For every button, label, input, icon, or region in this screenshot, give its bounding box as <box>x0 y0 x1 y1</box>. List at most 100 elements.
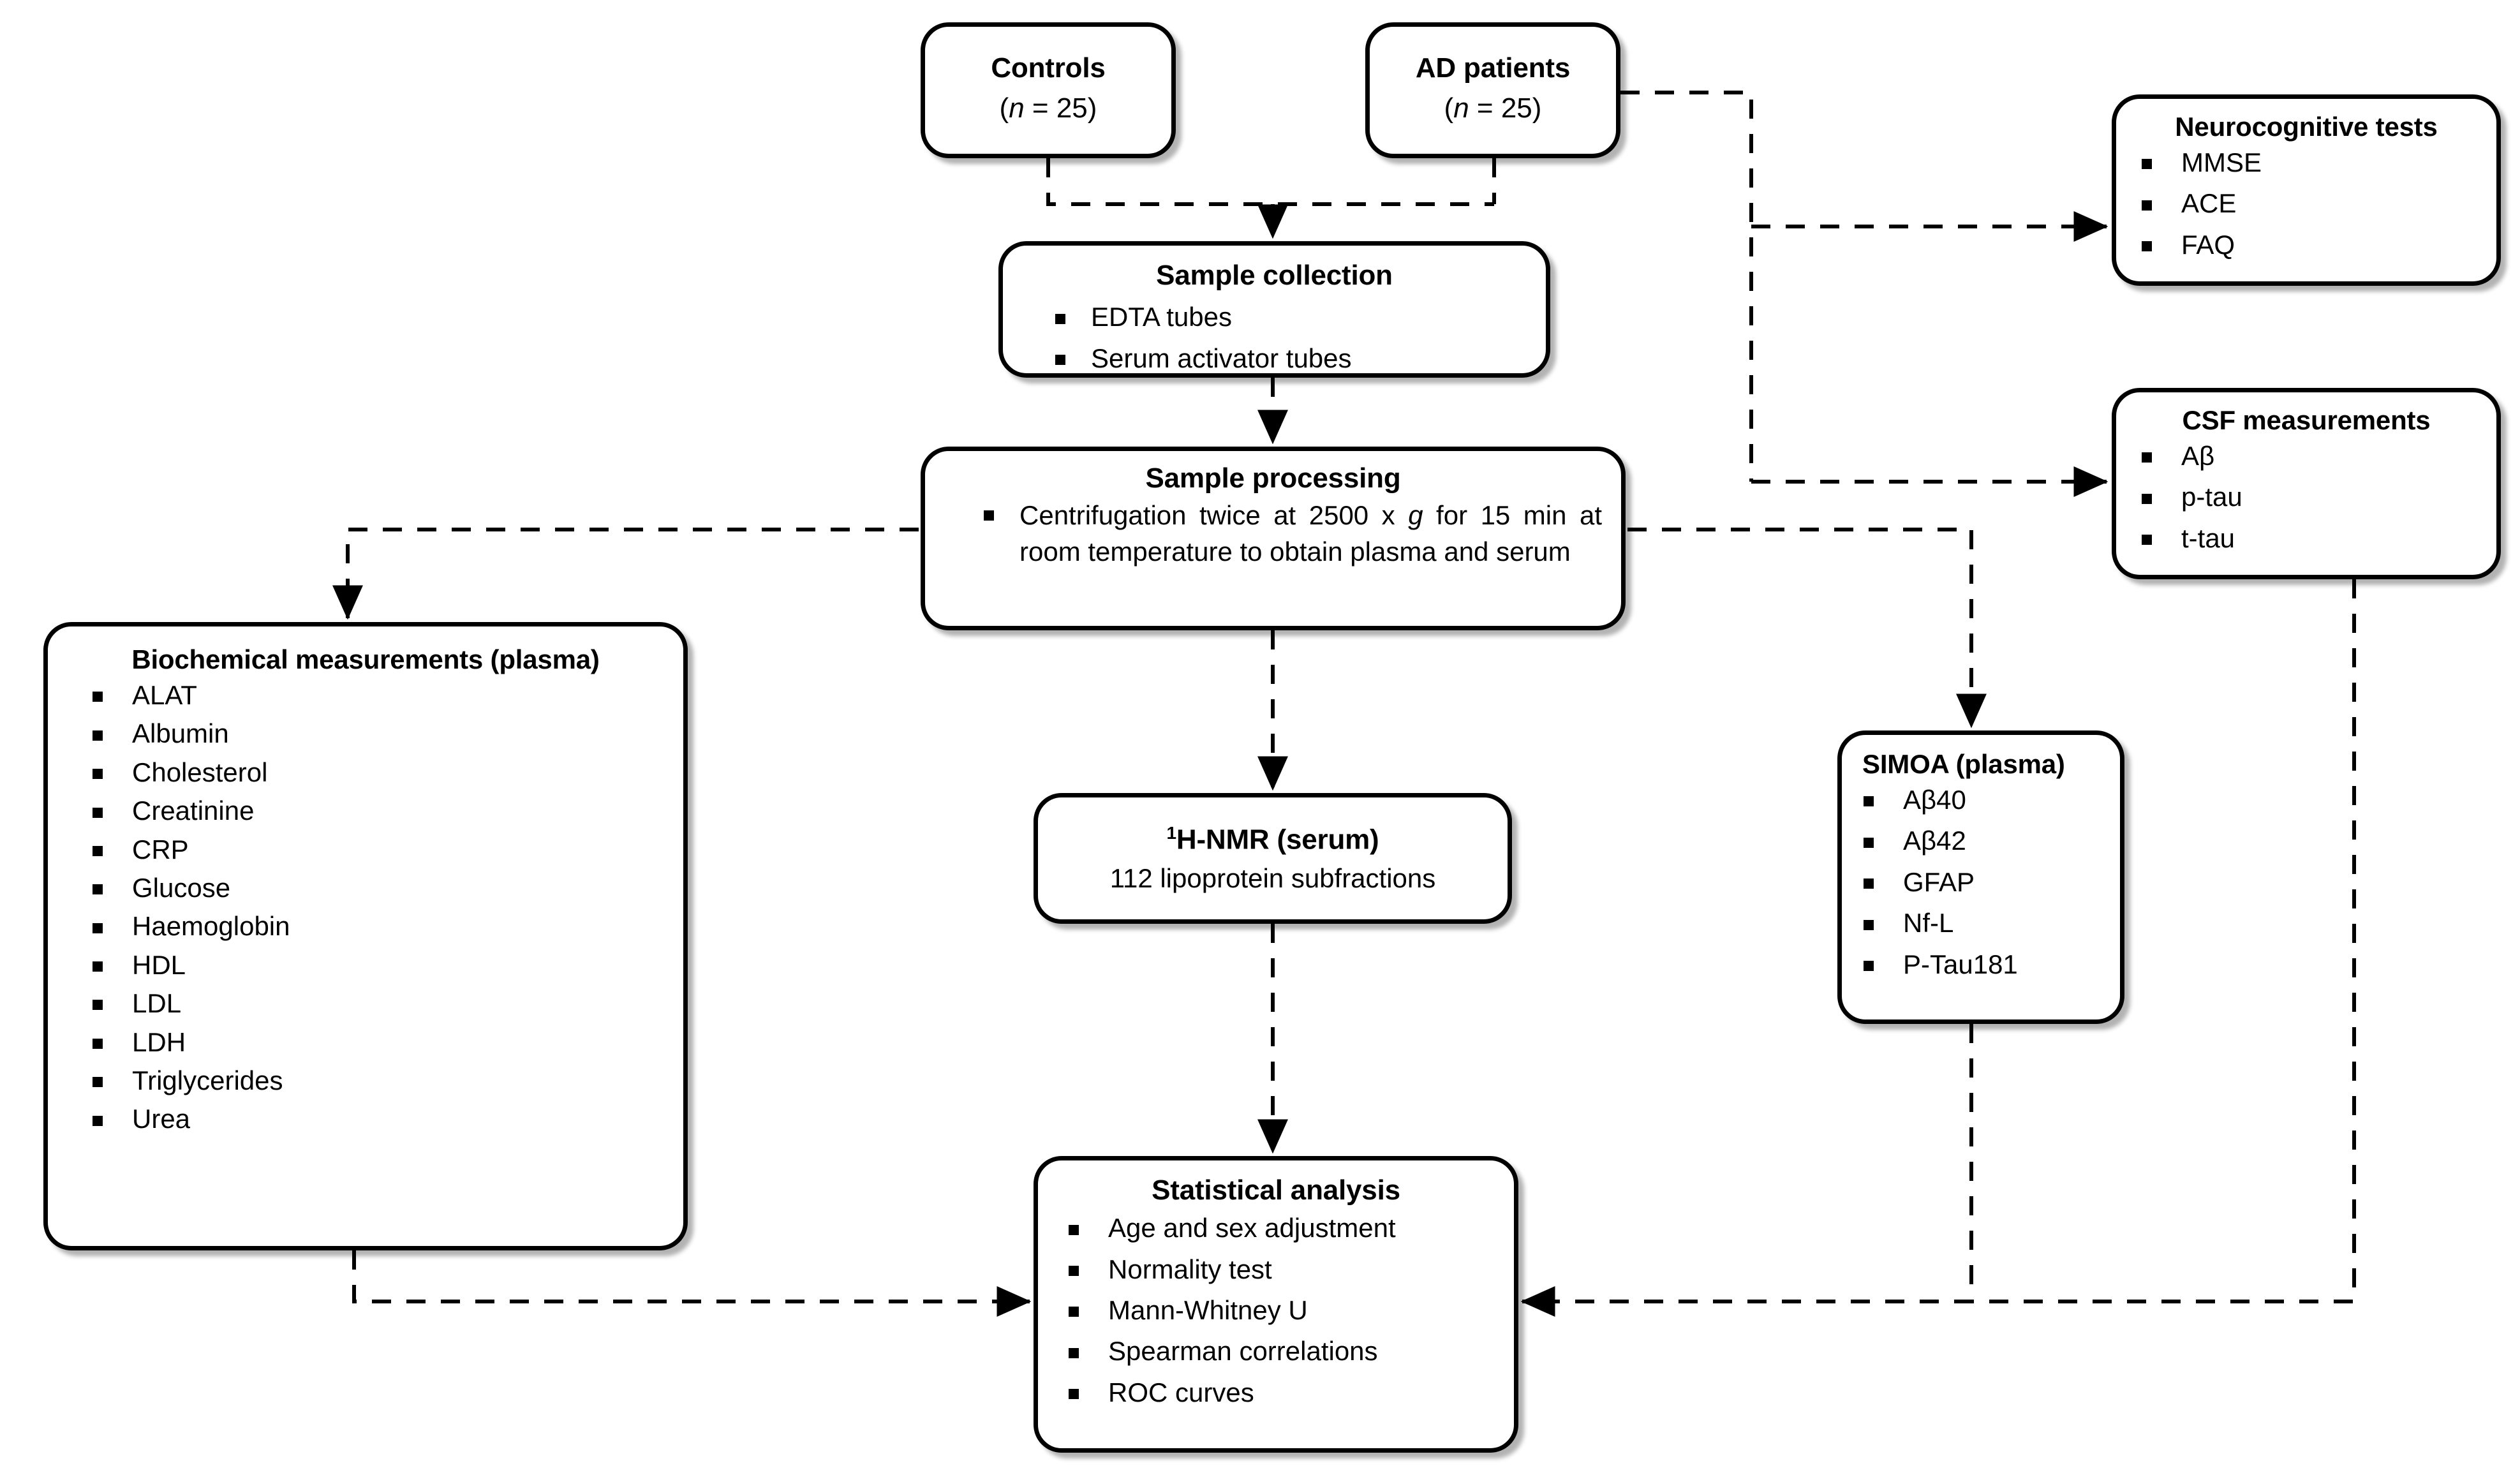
square-bullet-icon <box>93 923 103 933</box>
neurocognitive-tests-list: MMSE ACE FAQ <box>2142 147 2496 261</box>
square-bullet-icon <box>1069 1347 1079 1358</box>
node-neurocognitive-tests-title: Neurocognitive tests <box>2175 112 2438 142</box>
n-value: = 25) <box>1024 93 1097 124</box>
node-sample-collection-title: Sample collection <box>1156 260 1393 291</box>
paren-open: ( <box>1444 93 1454 124</box>
list-item: Cholesterol <box>93 757 683 789</box>
edge-controls-to-sample-collection <box>1046 158 1494 206</box>
node-simoa-title: SIMOA (plasma) <box>1862 749 2065 779</box>
square-bullet-icon <box>1069 1307 1079 1317</box>
list-item: Albumin <box>93 718 683 750</box>
square-bullet-icon <box>1069 1224 1079 1235</box>
square-bullet-icon <box>93 1115 103 1126</box>
node-controls[interactable]: Controls (n = 25) <box>921 22 1176 158</box>
square-bullet-icon <box>2142 159 2152 170</box>
list-item: FAQ <box>2142 229 2496 261</box>
node-simoa[interactable]: SIMOA (plasma) Aβ40 Aβ42 GFAP Nf-L P-Tau… <box>1837 730 2124 1024</box>
node-sample-processing-title: Sample processing <box>1145 463 1401 494</box>
square-bullet-icon <box>93 1038 103 1049</box>
square-bullet-icon <box>93 1000 103 1011</box>
square-bullet-icon <box>93 730 103 741</box>
square-bullet-icon <box>93 769 103 780</box>
list-item: P-Tau181 <box>1864 949 2120 981</box>
square-bullet-icon <box>93 1077 103 1088</box>
square-bullet-icon <box>93 845 103 856</box>
node-statistical-analysis[interactable]: Statistical analysis Age and sex adjustm… <box>1034 1156 1518 1453</box>
list-item: Triglycerides <box>93 1065 683 1097</box>
square-bullet-icon <box>2142 493 2152 504</box>
square-bullet-icon <box>1069 1389 1079 1400</box>
node-controls-title: Controls <box>991 52 1106 84</box>
list-item: CRP <box>93 834 683 866</box>
square-bullet-icon <box>93 961 103 972</box>
node-ad-patients-subtitle: (n = 25) <box>1370 93 1616 124</box>
square-bullet-icon <box>1055 313 1065 324</box>
square-bullet-icon <box>2142 452 2152 463</box>
square-bullet-icon <box>93 807 103 818</box>
list-item: Spearman correlations <box>1069 1335 1514 1367</box>
list-item: Aβ40 <box>1864 784 2120 816</box>
list-item: t-tau <box>2142 523 2496 554</box>
list-item: EDTA tubes <box>1055 301 1546 333</box>
list-item: ROC curves <box>1069 1377 1514 1409</box>
list-item: Creatinine <box>93 795 683 827</box>
g-symbol: g <box>1408 500 1423 531</box>
statistical-analysis-list: Age and sex adjustment Normality test Ma… <box>1069 1212 1514 1409</box>
list-item: LDH <box>93 1027 683 1058</box>
square-bullet-icon <box>93 884 103 895</box>
edge-ad-right-riser <box>1620 91 1753 482</box>
sample-collection-list: EDTA tubes Serum activator tubes <box>1055 301 1546 374</box>
square-bullet-icon <box>93 692 103 702</box>
list-item: Aβ42 <box>1864 825 2120 857</box>
list-item: Normality test <box>1069 1254 1514 1286</box>
simoa-list: Aβ40 Aβ42 GFAP Nf-L P-Tau181 <box>1864 784 2120 981</box>
csf-measurements-list: Aβ p-tau t-tau <box>2142 440 2496 554</box>
square-bullet-icon <box>2142 535 2152 545</box>
list-item: GFAP <box>1864 866 2120 898</box>
list-item: Urea <box>93 1103 683 1135</box>
node-ad-patients[interactable]: AD patients (n = 25) <box>1365 22 1620 158</box>
node-h-nmr-title: 1H-NMR (serum) <box>1166 823 1379 856</box>
node-sample-processing-body: Centrifugation twice at 2500 x g for 15 … <box>984 498 1602 570</box>
node-h-nmr[interactable]: 1H-NMR (serum) 112 lipoprotein subfracti… <box>1034 793 1512 924</box>
list-item: LDL <box>93 988 683 1019</box>
square-bullet-icon <box>984 510 994 521</box>
edge-processing-to-biochemical <box>332 528 919 620</box>
node-biochemical-measurements[interactable]: Biochemical measurements (plasma) ALAT A… <box>43 622 688 1250</box>
n-value: = 25) <box>1469 93 1542 124</box>
node-statistical-analysis-title: Statistical analysis <box>1152 1175 1400 1206</box>
node-sample-processing[interactable]: Sample processing Centrifugation twice a… <box>921 447 1626 630</box>
node-sample-collection[interactable]: Sample collection EDTA tubes Serum activ… <box>998 241 1550 378</box>
node-ad-patients-title: AD patients <box>1415 52 1571 84</box>
list-item: HDL <box>93 949 683 981</box>
square-bullet-icon <box>1864 837 1874 848</box>
list-item: Mann-Whitney U <box>1069 1294 1514 1326</box>
list-item: ACE <box>2142 188 2496 219</box>
list-item: ALAT <box>93 679 683 711</box>
node-csf-measurements[interactable]: CSF measurements Aβ p-tau t-tau <box>2112 388 2501 579</box>
list-item: Nf-L <box>1864 907 2120 939</box>
edge-biochemical-to-statistics <box>352 1250 1032 1317</box>
list-item: p-tau <box>2142 481 2496 513</box>
node-neurocognitive-tests[interactable]: Neurocognitive tests MMSE ACE FAQ <box>2112 94 2501 286</box>
list-item: Age and sex adjustment <box>1069 1212 1514 1244</box>
square-bullet-icon <box>1069 1265 1079 1276</box>
square-bullet-icon <box>1864 878 1874 889</box>
n-symbol: n <box>1009 93 1025 124</box>
list-item: Serum activator tubes <box>1055 343 1546 374</box>
square-bullet-icon <box>2142 200 2152 211</box>
list-item: Glucose <box>93 872 683 904</box>
node-biochemical-measurements-title: Biochemical measurements (plasma) <box>131 644 600 674</box>
list-item: Haemoglobin <box>93 910 683 942</box>
proton-superscript: 1 <box>1166 823 1177 843</box>
node-h-nmr-subtitle: 112 lipoprotein subfractions <box>1109 863 1436 893</box>
paren-open: ( <box>999 93 1009 124</box>
square-bullet-icon <box>1055 354 1065 365</box>
node-controls-subtitle: (n = 25) <box>925 93 1171 124</box>
biochemical-measurements-list: ALAT Albumin Cholesterol Creatinine CRP … <box>93 679 683 1136</box>
edge-processing-to-simoa <box>1627 528 1987 729</box>
n-symbol: n <box>1453 93 1469 124</box>
square-bullet-icon <box>1864 960 1874 971</box>
node-csf-measurements-title: CSF measurements <box>2182 405 2431 435</box>
